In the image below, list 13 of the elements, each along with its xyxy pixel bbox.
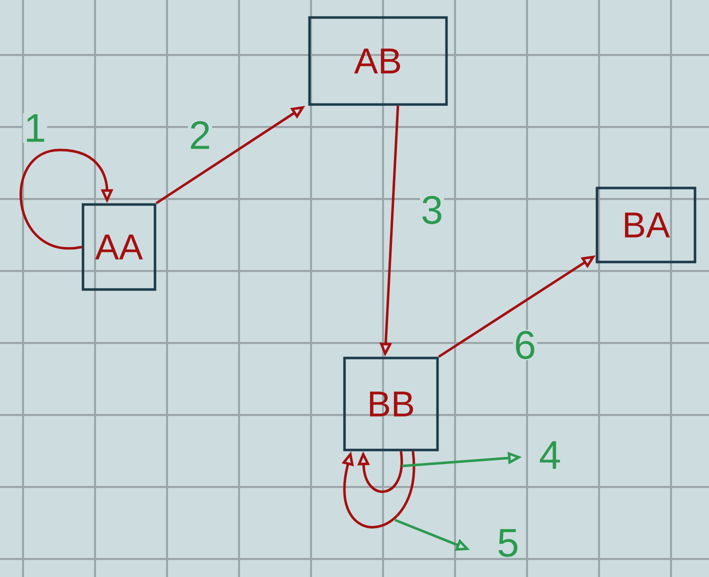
node-box: BB: [343, 356, 439, 452]
edge-label: 3: [420, 194, 444, 226]
node-box: BA: [596, 186, 696, 264]
node-box: AA: [82, 203, 156, 291]
arrow: [342, 451, 415, 528]
edge-label: 1: [22, 113, 48, 143]
edge-label: 6: [512, 330, 538, 360]
edge-label: 4: [538, 440, 562, 470]
edge-label: 2: [188, 120, 212, 150]
node-box: AB: [308, 16, 448, 106]
arrow: [357, 451, 403, 493]
arrow: [20, 148, 114, 250]
edge-label: 5: [496, 528, 520, 558]
